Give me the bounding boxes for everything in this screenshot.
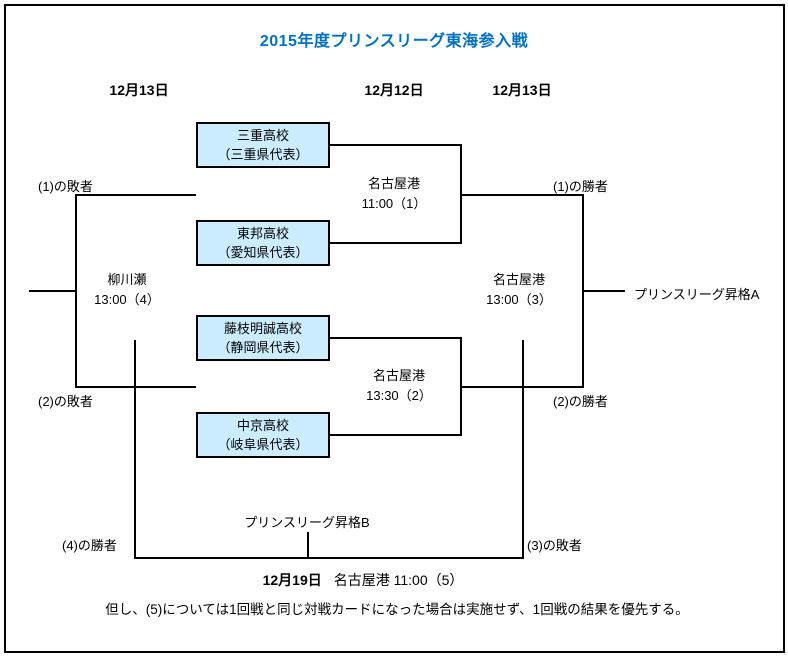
winner-of-match2-label: (2)の勝者 [553, 394, 608, 409]
match2-output-line [460, 386, 582, 388]
match2-time: 13:30（2） [366, 388, 432, 403]
match3-venue: 名古屋港 [492, 272, 546, 287]
promotion-b-label: プリンスリーグ昇格B [244, 515, 370, 530]
winner-of-match1-label: (1)の勝者 [553, 179, 608, 194]
match1-input-bottom-line [330, 242, 460, 244]
team-prefecture: （愛知県代表） [217, 245, 309, 260]
loser-of-match2-label: (2)の敗者 [38, 394, 93, 409]
team-box-chukyo: 中京高校 （岐阜県代表） [196, 412, 330, 458]
team-name: 三重高校 [236, 128, 289, 143]
match4-input-top-line [75, 194, 196, 196]
match5-venue-time: 名古屋港 11:00（5） [333, 572, 464, 588]
match1-input-top-line [330, 144, 460, 146]
promotion-a-label: プリンスリーグ昇格A [634, 287, 760, 302]
team-name: 藤枝明誠高校 [223, 321, 302, 336]
match5-bottom-line [134, 557, 524, 559]
match5-output-stub-line [307, 532, 309, 559]
match2-label: 名古屋港 13:30（2） [366, 366, 432, 406]
match1-venue: 名古屋港 [367, 176, 420, 191]
footnote: 但し、(5)については1回戦と同じ対戦カードになった場合は実施せず、1回戦の結果… [105, 602, 689, 617]
team-name: 中京高校 [236, 418, 289, 433]
date-header-right: 12月13日 [492, 82, 552, 98]
match4-time: 13:00（4） [94, 292, 160, 307]
match4-venue: 柳川瀬 [107, 272, 147, 287]
team-prefecture: （岐阜県代表） [217, 437, 309, 452]
match2-venue: 名古屋港 [372, 368, 426, 383]
page-title: 2015年度プリンスリーグ東海参入戦 [259, 33, 529, 50]
loser-of-match1-label: (1)の敗者 [38, 179, 93, 194]
outer-border [4, 4, 785, 653]
match2-input-bottom-line [330, 434, 460, 436]
match5-date: 12月19日 [262, 572, 322, 588]
team-prefecture: （三重県代表） [217, 147, 309, 162]
match3-label: 名古屋港 13:00（3） [486, 270, 552, 310]
match4-label: 柳川瀬 13:00（4） [94, 270, 160, 310]
match1-output-line [460, 194, 582, 196]
match2-input-top-line [330, 337, 460, 339]
date-header-center: 12月12日 [364, 82, 424, 98]
team-name: 東邦高校 [236, 226, 289, 241]
date-header-left: 12月13日 [109, 82, 169, 98]
match5-right-drop-line [522, 340, 524, 559]
match1-label: 名古屋港 11:00（1） [362, 174, 427, 214]
team-box-fujieda-meisei: 藤枝明誠高校 （静岡県代表） [196, 315, 330, 361]
match5-info-row: 12月19日名古屋港 11:00（5） [263, 570, 464, 590]
winner-of-match4-label: (4)の勝者 [62, 538, 117, 553]
match3-time: 13:00（3） [486, 292, 552, 307]
match4-output-line [29, 290, 75, 292]
loser-of-match3-label: (3)の敗者 [527, 538, 582, 553]
team-box-toho: 東邦高校 （愛知県代表） [196, 220, 330, 266]
match1-time: 11:00（1） [361, 196, 427, 211]
match3-output-line [582, 290, 625, 292]
team-box-mie: 三重高校 （三重県代表） [196, 122, 330, 168]
team-prefecture: （静岡県代表） [217, 340, 309, 355]
match4-vertical-line [75, 194, 77, 388]
match5-left-drop-line [134, 340, 136, 559]
